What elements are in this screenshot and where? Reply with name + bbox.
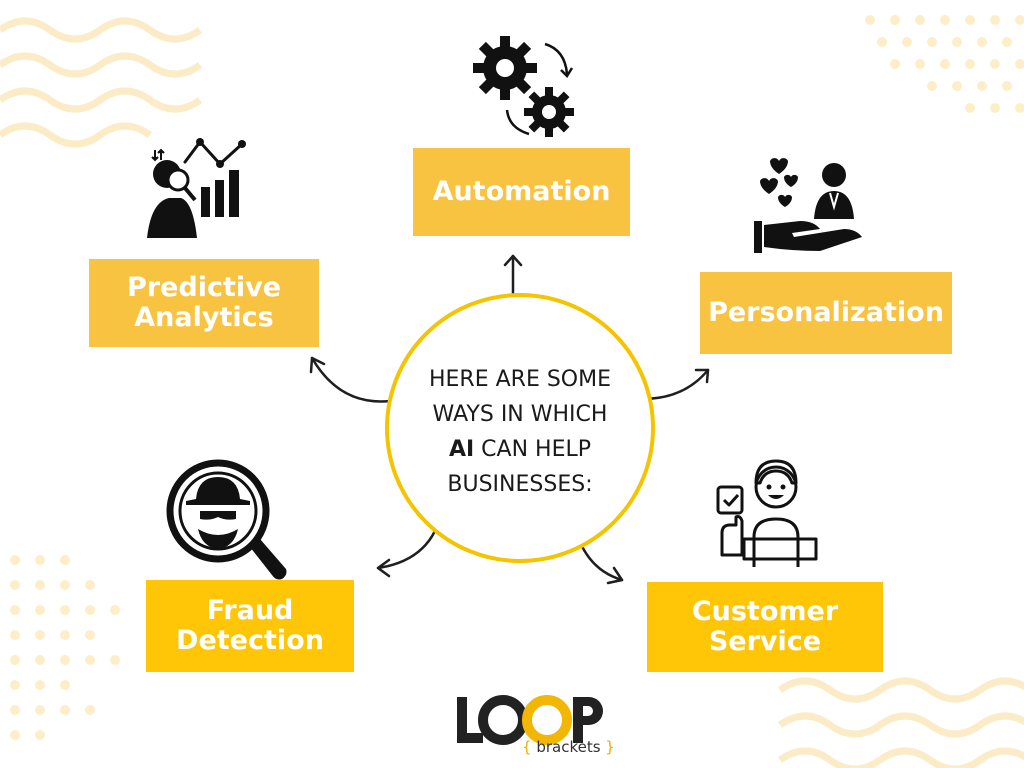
automation-box: Automation [413,148,630,236]
magnifier-spy-icon [166,459,287,580]
fraud-detection-box: Fraud Detection [146,580,354,672]
predictive-analytics-box: Predictive Analytics [89,259,319,347]
center-line-3-rest: CAN HELP [474,437,592,462]
center-caption: HERE ARE SOME WAYS IN WHICH AI CAN HELP … [400,362,640,502]
automation-label: Automation [432,176,611,208]
logo-subtitle: { brackets } [522,738,615,756]
center-line-2: WAYS IN WHICH [432,402,608,427]
fraud-detection-label: Fraud Detection [176,595,324,656]
personalization-box: Personalization [700,272,952,354]
logo-sub-text: brackets [531,738,606,756]
predictive-analytics-label: Predictive Analytics [126,272,282,333]
loop-logo-mark [457,695,603,745]
support-agent-icon [716,459,818,567]
customer-service-box: Customer Service [647,582,883,672]
personalization-label: Personalization [708,297,944,329]
center-line-4: BUSINESSES: [447,472,593,497]
logo-brace-open: { [522,738,532,756]
center-line-1: HERE ARE SOME [428,367,611,392]
logo-brace-close: } [605,738,615,756]
center-line-3: AI CAN HELP [400,432,640,467]
hand-hearts-person-icon [754,158,862,253]
arrow-to-predictive [310,356,392,403]
center-ai-bold: AI [448,437,475,462]
gears-icon [473,36,574,137]
analyst-chart-icon [147,138,246,238]
customer-service-label: Customer Service [691,596,839,657]
center-circle [385,293,655,563]
